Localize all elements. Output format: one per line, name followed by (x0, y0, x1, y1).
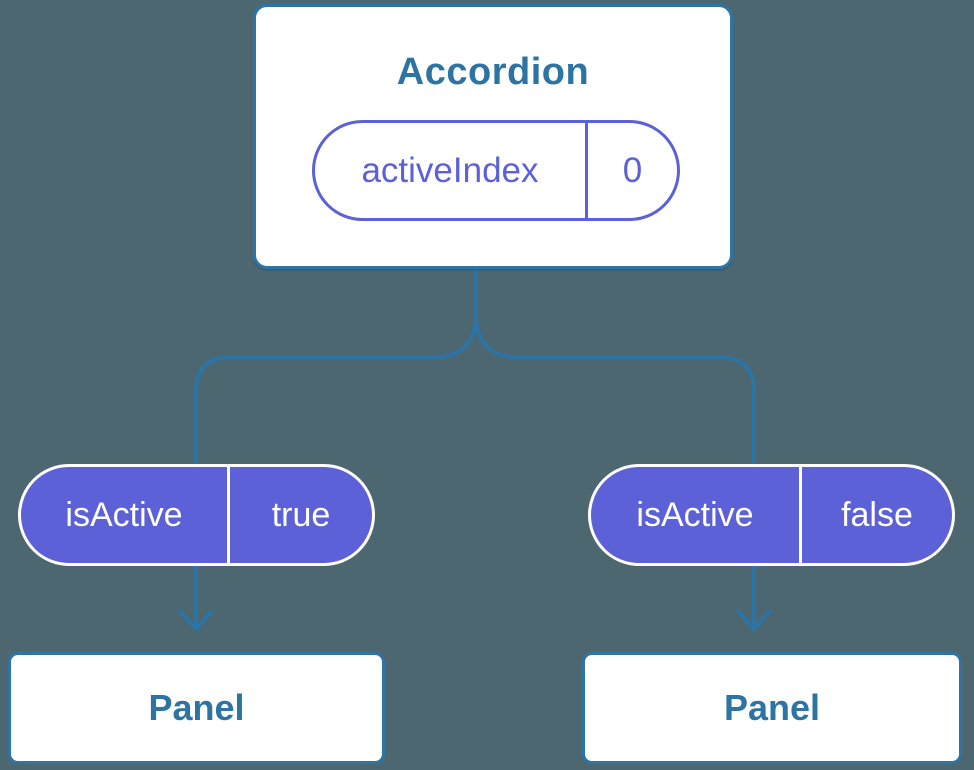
arrow-down-icon (178, 609, 214, 631)
accordion-node: Accordion activeIndex 0 (253, 4, 733, 269)
prop-pill-right-value: false (841, 495, 913, 534)
panel-right-label: Panel (723, 687, 821, 728)
accordion-title: Accordion (396, 51, 590, 93)
state-pill-name: activeIndex (315, 123, 588, 218)
prop-pill-left: isActive true (18, 464, 375, 566)
panel-node-right: Panel (582, 652, 962, 764)
arrow-down-icon (736, 609, 772, 631)
prop-pill-right: isActive false (588, 464, 955, 566)
state-pill: activeIndex 0 (312, 120, 680, 221)
panel-node-left: Panel (8, 652, 385, 764)
state-pill-value: 0 (622, 150, 643, 190)
prop-pill-right-name: isActive (591, 467, 802, 563)
connector-right (474, 267, 756, 626)
panel-left-label: Panel (148, 687, 245, 728)
prop-pill-left-name: isActive (21, 467, 230, 563)
connector-left (194, 267, 478, 626)
prop-pill-left-value: true (271, 495, 331, 534)
